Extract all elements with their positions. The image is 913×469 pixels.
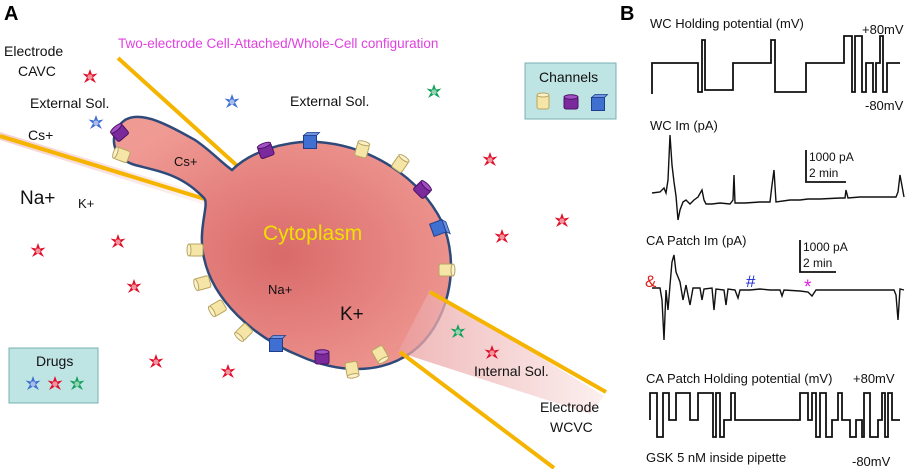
drugs-legend: Drugs — [8, 347, 99, 404]
ca-im-scale-x: 2 min — [803, 256, 832, 270]
electrode-cavc-label-1: Electrode — [4, 43, 63, 59]
configuration-title: Two-electrode Cell-Attached/Whole-Cell c… — [118, 36, 438, 51]
cs-inside: Cs+ — [174, 154, 197, 169]
ca-im-marker-ampersand: & — [645, 272, 657, 291]
na-inside: Na+ — [268, 282, 292, 297]
panel-a-label: A — [4, 3, 18, 25]
panel-b: B WC Holding potential (mV) +80mV -80mV … — [620, 3, 905, 469]
purple-channel-icon — [314, 349, 330, 365]
red-drug-icon — [82, 69, 98, 83]
ca-im-marker-hash: # — [746, 272, 756, 291]
gsk-footnote: GSK 5 nM inside pipette — [646, 450, 786, 465]
wc-holding-bottom-label: -80mV — [865, 98, 904, 113]
wc-im-scale-x: 2 min — [809, 166, 838, 180]
cavc-electrode — [0, 56, 246, 205]
yellow-channel-icon — [186, 243, 204, 257]
ca-holding-title: CA Patch Holding potential (mV) — [646, 371, 832, 386]
electrode-cavc-label-2: CAVC — [18, 63, 56, 79]
red-drug-icon — [554, 213, 570, 227]
wc-holding-title: WC Holding potential (mV) — [650, 16, 804, 31]
external-sol-top: External Sol. — [290, 93, 369, 109]
cytoplasm-label: Cytoplasm — [263, 222, 362, 245]
ca-im-marker-star: * — [804, 277, 812, 298]
ca-im-trace — [652, 254, 905, 341]
ca-im-title: CA Patch Im (pA) — [646, 233, 746, 248]
na-outside: Na+ — [20, 188, 55, 209]
k-outside: K+ — [78, 196, 94, 211]
electrode-wcvc-label-2: WCVC — [550, 419, 593, 435]
cell-membrane — [112, 115, 453, 371]
wc-im-scalebar — [805, 150, 846, 183]
purple-channel-icon — [563, 94, 579, 110]
wc-holding-trace — [651, 35, 900, 94]
yellow-channel-icon — [438, 263, 456, 277]
red-drug-icon — [220, 364, 236, 378]
red-drug-icon — [482, 152, 498, 166]
ca-holding-bottom-label: -80mV — [852, 454, 891, 469]
wc-im-trace — [651, 134, 905, 221]
wc-im-title: WC Im (pA) — [650, 118, 718, 133]
k-inside: K+ — [340, 304, 364, 325]
wc-im-scale-y: 1000 pA — [809, 150, 854, 164]
ca-im-trace-block: CA Patch Im (pA) 1000 pA 2 min & # * — [645, 233, 905, 341]
wc-im-trace-block: WC Im (pA) 1000 pA 2 min — [650, 118, 905, 221]
ca-im-scale-y: 1000 pA — [803, 240, 848, 254]
channels-legend: Channels — [524, 62, 617, 120]
wcvc-electrode — [398, 290, 607, 469]
drugs-legend-title: Drugs — [36, 353, 73, 369]
blue-drug-icon — [88, 115, 104, 129]
panel-b-label: B — [620, 3, 634, 25]
ca-holding-trace — [649, 392, 900, 438]
yellow-channel-icon — [344, 360, 360, 380]
wc-holding-top-label: +80mV — [862, 22, 904, 37]
panel-a: A Two-electrode Cell-Attached/Whole-Cell… — [0, 3, 617, 469]
wc-holding-trace-block: WC Holding potential (mV) +80mV -80mV — [650, 16, 904, 113]
red-drug-icon — [30, 243, 46, 257]
yellow-channel-icon — [192, 274, 212, 292]
yellow-channel-icon — [536, 92, 550, 110]
cell — [112, 115, 453, 371]
ca-holding-top-label: +80mV — [853, 371, 895, 386]
ca-im-scalebar — [799, 240, 836, 273]
external-sol-left: External Sol. — [30, 95, 109, 111]
red-drug-icon — [148, 354, 164, 368]
red-drug-icon — [494, 229, 510, 243]
green-drug-icon — [426, 84, 442, 98]
cs-outside: Cs+ — [28, 127, 53, 143]
electrode-wcvc-label-1: Electrode — [540, 399, 599, 415]
channels-legend-title: Channels — [539, 69, 598, 85]
red-drug-icon — [110, 234, 126, 248]
red-drug-icon — [126, 279, 142, 293]
blue-drug-icon — [224, 94, 240, 108]
internal-sol-label: Internal Sol. — [474, 363, 549, 379]
ca-holding-trace-block: CA Patch Holding potential (mV) +80mV -8… — [646, 371, 900, 469]
